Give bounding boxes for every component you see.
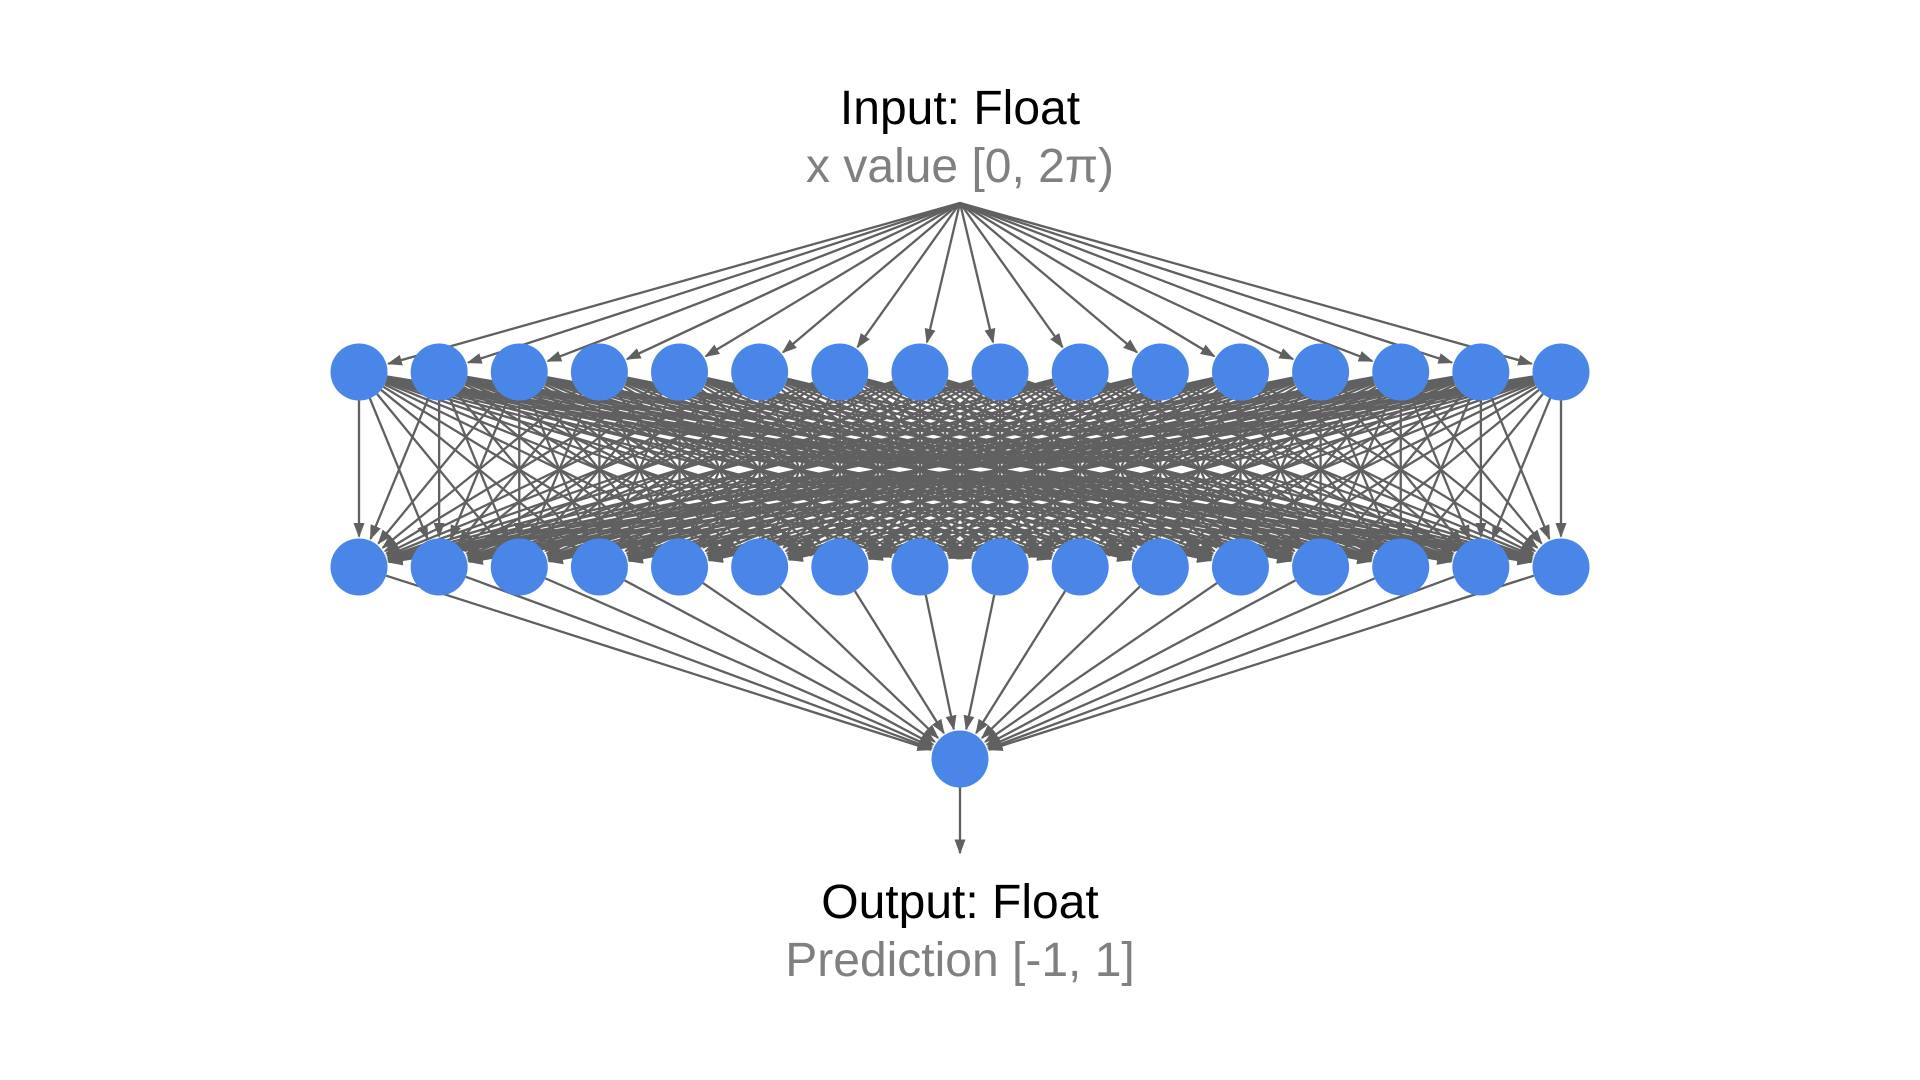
edge: [387, 377, 1133, 562]
edge: [959, 201, 1534, 366]
edge: [1265, 385, 1538, 553]
hidden2-node-9: [971, 538, 1029, 596]
edge: [625, 201, 961, 361]
edge: [980, 585, 1141, 739]
hidden2-node-1: [330, 538, 388, 596]
edge: [624, 579, 935, 746]
edge: [963, 594, 996, 731]
edge: [959, 201, 1295, 361]
edge: [959, 201, 1454, 364]
edge: [987, 574, 1535, 751]
edge: [959, 201, 1374, 363]
edge: [985, 579, 1296, 746]
edge: [959, 202, 1216, 358]
nodes: [330, 343, 1590, 788]
hidden-mesh-edges: [353, 375, 1567, 566]
hidden1-node-2: [410, 343, 468, 401]
hidden2-node-10: [1051, 538, 1109, 596]
edge: [387, 375, 1453, 565]
hidden2-node-5: [651, 538, 709, 596]
edge: [544, 577, 934, 748]
hidden2-node-8: [891, 538, 949, 596]
hidden1-node-5: [651, 343, 709, 401]
edge: [856, 202, 961, 349]
edge: [383, 385, 656, 553]
edge: [465, 575, 933, 750]
hidden1-node-7: [811, 343, 869, 401]
edge: [386, 379, 974, 560]
edge: [386, 380, 894, 559]
edge: [385, 574, 933, 751]
hidden2-node-11: [1131, 538, 1189, 596]
hidden1-node-10: [1051, 343, 1109, 401]
hidden1-node-6: [731, 343, 789, 401]
edge: [958, 202, 996, 344]
edge: [386, 201, 961, 366]
edge: [387, 375, 1534, 566]
hidden1-node-8: [891, 343, 949, 401]
edge: [1186, 383, 1536, 555]
edge: [466, 201, 961, 364]
hidden2-node-2: [410, 538, 468, 596]
hidden1-node-9: [971, 343, 1029, 401]
hidden2-node-14: [1372, 538, 1430, 596]
hidden2-node-13: [1292, 538, 1350, 596]
edge: [702, 582, 937, 743]
hidden1-node-12: [1211, 343, 1269, 401]
edge: [987, 575, 1455, 750]
edge: [546, 201, 961, 363]
hidden1-node-1: [330, 343, 388, 401]
edge: [959, 202, 1064, 349]
output-node: [931, 730, 989, 788]
edge: [369, 397, 430, 541]
hidden1-node-16: [1532, 343, 1590, 401]
input-fan-edges: [386, 201, 1534, 366]
edge: [386, 378, 1053, 561]
hidden2-node-15: [1452, 538, 1510, 596]
edge: [387, 376, 1373, 565]
edge: [853, 590, 945, 735]
hidden1-node-11: [1131, 343, 1189, 401]
edge: [959, 202, 1139, 354]
edge: [547, 376, 1534, 565]
edge: [627, 376, 1534, 564]
hidden2-node-4: [570, 538, 628, 596]
edge: [975, 590, 1067, 735]
edge: [947, 379, 1535, 560]
edge: [1419, 393, 1544, 545]
hidden1-node-4: [570, 343, 628, 401]
edge: [381, 389, 578, 549]
edge: [1491, 397, 1552, 541]
edge: [1027, 380, 1535, 559]
edge: [781, 202, 961, 354]
hidden2-node-12: [1211, 538, 1269, 596]
edge: [385, 381, 814, 557]
hidden1-node-15: [1452, 343, 1510, 401]
edge: [1107, 381, 1536, 557]
edge: [779, 585, 940, 739]
edge: [867, 378, 1534, 561]
hidden2-node-3: [490, 538, 548, 596]
edge: [387, 376, 1293, 564]
edge: [377, 393, 503, 545]
output-fan-edges: [385, 574, 1535, 751]
edge: [983, 582, 1218, 743]
hidden1-node-14: [1372, 343, 1430, 401]
hidden2-node-16: [1532, 538, 1590, 596]
hidden1-node-3: [490, 343, 548, 401]
hidden1-node-13: [1292, 343, 1350, 401]
hidden2-node-6: [731, 538, 789, 596]
edge: [787, 377, 1534, 562]
edge: [986, 577, 1376, 748]
edge: [385, 383, 735, 555]
edge: [707, 377, 1534, 563]
edge: [924, 594, 957, 731]
edge: [467, 375, 1534, 565]
edge: [704, 202, 961, 358]
edge: [1343, 389, 1540, 549]
edge: [924, 202, 962, 344]
hidden2-node-7: [811, 538, 869, 596]
edge: [387, 377, 1213, 563]
